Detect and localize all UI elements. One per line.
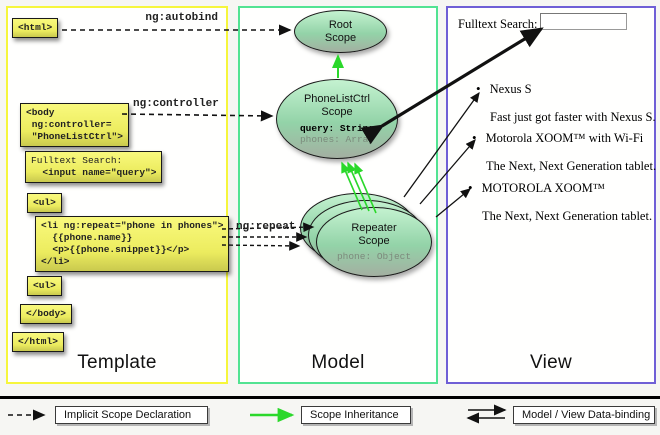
code-box-ul-close: <ul> [27,276,62,296]
ng-controller-label: ng:controller [133,98,219,110]
code-box-html-open: <html> [12,18,59,38]
product-name: MOTOROLA XOOM™ [468,180,652,196]
view-column-label: View [529,352,573,373]
repeater-scope-node: Repeater Scope phone: Object [316,207,432,277]
list-item-xoom: MOTOROLA XOOM™ The Next, Next Generation… [468,180,653,224]
root-scope-title: Root Scope [324,18,357,44]
model-column-label: Model [311,352,365,373]
phones-property: phones: Array [299,133,375,145]
product-desc: Fast just got faster with Nexus S. [490,110,656,124]
root-scope-node: Root Scope [294,10,387,53]
product-name: Nexus S [476,81,656,97]
legend-implicit-scope: Implicit Scope Declaration [55,406,208,424]
fulltext-label-code: Fulltext Search: [31,155,123,166]
phonelistctrl-scope-title: PhoneListCtrl Scope [303,93,371,118]
template-column-label: Template [77,352,157,373]
product-desc: The Next, Next Generation tablet. [486,159,657,173]
legend-scope-inheritance: Scope Inheritance [301,406,411,424]
code-box-fulltext-input: Fulltext Search: <input name="query"> [25,151,163,183]
fulltext-search-input[interactable] [540,13,627,30]
repeater-scope-title: Repeater Scope [351,221,397,247]
code-box-ul-open: <ul> [27,193,62,213]
legend-data-binding: Model / View Data-binding [513,406,655,424]
code-box-html-close: </html> [12,332,64,352]
ng-autobind-label: ng:autobind [145,12,218,24]
code-box-li-repeat: <li ng:repeat="phone in phones"> {{phone… [35,216,230,272]
legend-divider [0,396,660,399]
fulltext-search-label: Fulltext Search: [458,17,538,31]
query-property: query: String [299,122,375,134]
phone-property: phone: Object [336,251,412,263]
product-name: Motorola XOOM™ with Wi-Fi [472,130,656,146]
code-box-body-close: </body> [20,304,72,324]
list-item-nexus: Nexus S Fast just got faster with Nexus … [476,81,656,125]
fulltext-search-row: Fulltext Search: [458,15,538,33]
ng-repeat-label: ng:repeat [236,221,296,233]
input-tag-code: <input name="query"> [31,166,157,178]
phonelistctrl-scope-node: PhoneListCtrl Scope query: String phones… [276,79,398,159]
code-box-body-open: <body ng:controller= "PhoneListCtrl"> [20,103,129,147]
list-item-xoom-wifi: Motorola XOOM™ with Wi-Fi The Next, Next… [472,130,657,174]
product-desc: The Next, Next Generation tablet. [482,209,653,223]
